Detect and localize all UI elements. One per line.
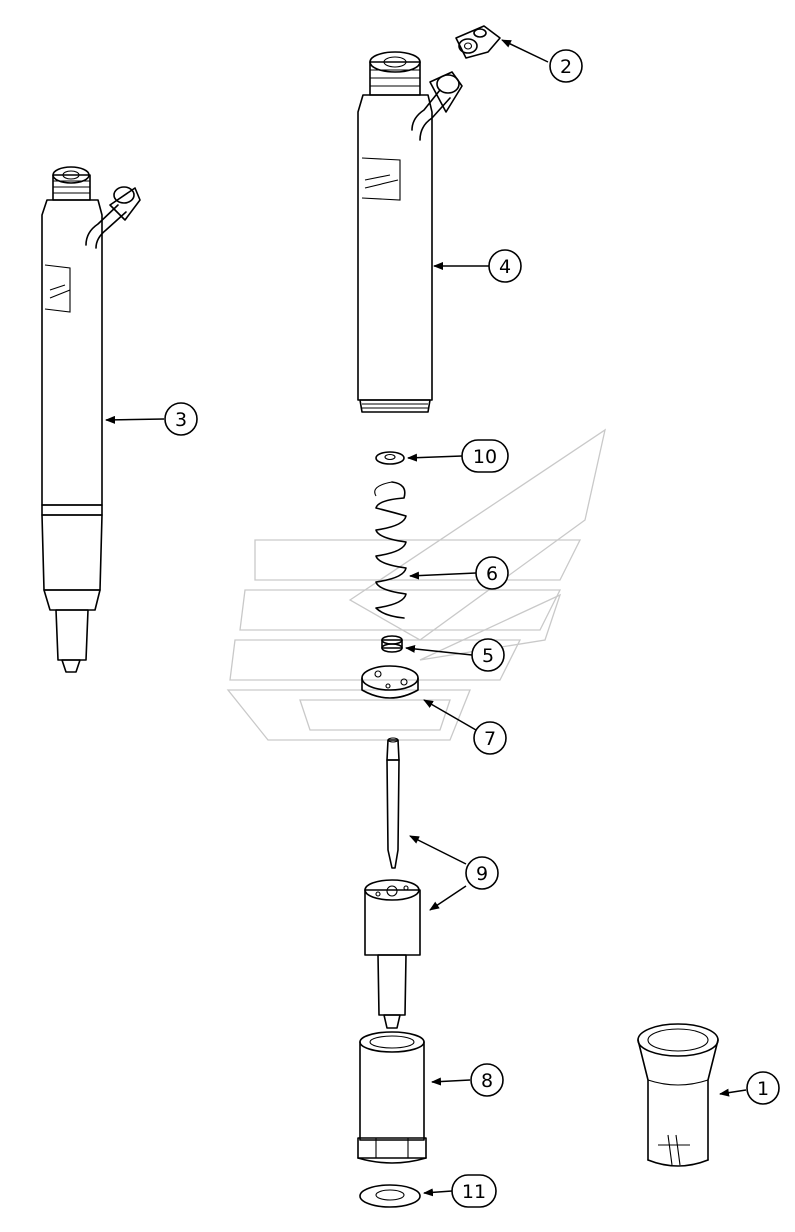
callout-1-label: 1 (757, 1078, 769, 1100)
part-9-needle (386, 737, 400, 869)
part-8-nut (357, 1031, 427, 1164)
part-2-clamp (455, 25, 501, 59)
callout-3-label: 3 (175, 409, 187, 431)
callout-2: 2 (501, 39, 583, 83)
part-11-sealing-washer (359, 1184, 421, 1208)
callout-11-label: 11 (462, 1181, 486, 1203)
callout-6-label: 6 (486, 563, 498, 585)
callout-11: 11 (423, 1174, 497, 1208)
part-10-washer (375, 451, 405, 465)
watermark-logo (226, 428, 606, 741)
callout-5: 5 (405, 638, 505, 672)
part-4-injector-body (357, 51, 463, 413)
callout-10-label: 10 (473, 446, 497, 468)
part-6-spring (374, 481, 407, 619)
callout-5-label: 5 (482, 645, 494, 667)
callout-4-label: 4 (499, 256, 511, 278)
part-9-nozzle (364, 879, 421, 1029)
callout-9-label: 9 (476, 863, 488, 885)
callout-7: 7 (423, 699, 507, 755)
part-3-injector-assembly (41, 166, 141, 673)
callout-2-label: 2 (560, 56, 572, 78)
callout-6: 6 (409, 556, 509, 590)
callout-4: 4 (433, 249, 522, 283)
part-1-sleeve (637, 1023, 719, 1167)
part-5-shim (381, 635, 403, 653)
callout-10: 10 (407, 439, 509, 473)
callout-7-label: 7 (484, 728, 496, 750)
callout-9: 9 (409, 835, 499, 911)
part-7-plate (361, 665, 419, 699)
callout-3: 3 (105, 402, 198, 436)
callout-8-label: 8 (481, 1070, 493, 1092)
callout-1: 1 (719, 1071, 780, 1105)
callout-8: 8 (431, 1063, 504, 1097)
